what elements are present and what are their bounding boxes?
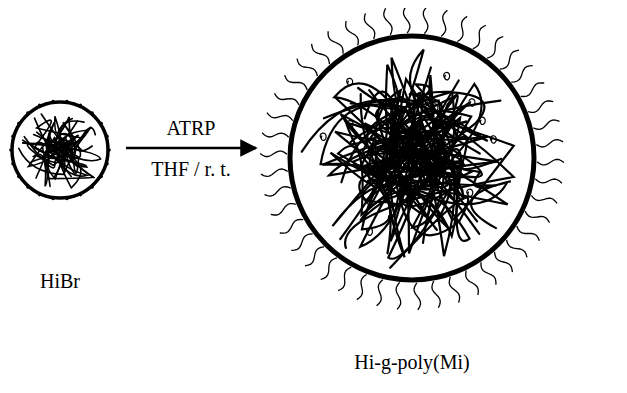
particle-node: HiBr — [8, 98, 112, 297]
particle-illustration — [252, 8, 572, 378]
particle-label: Hi-g-poly(Mi) — [252, 351, 572, 374]
reaction-condition: THF / r. t. — [151, 158, 230, 181]
reaction-condition: ATRP — [167, 117, 216, 140]
reaction-arrow — [126, 147, 256, 150]
particle-label: HiBr — [8, 270, 112, 293]
particle-node: Hi-g-poly(Mi) — [252, 8, 572, 378]
particle-illustration — [8, 98, 112, 297]
